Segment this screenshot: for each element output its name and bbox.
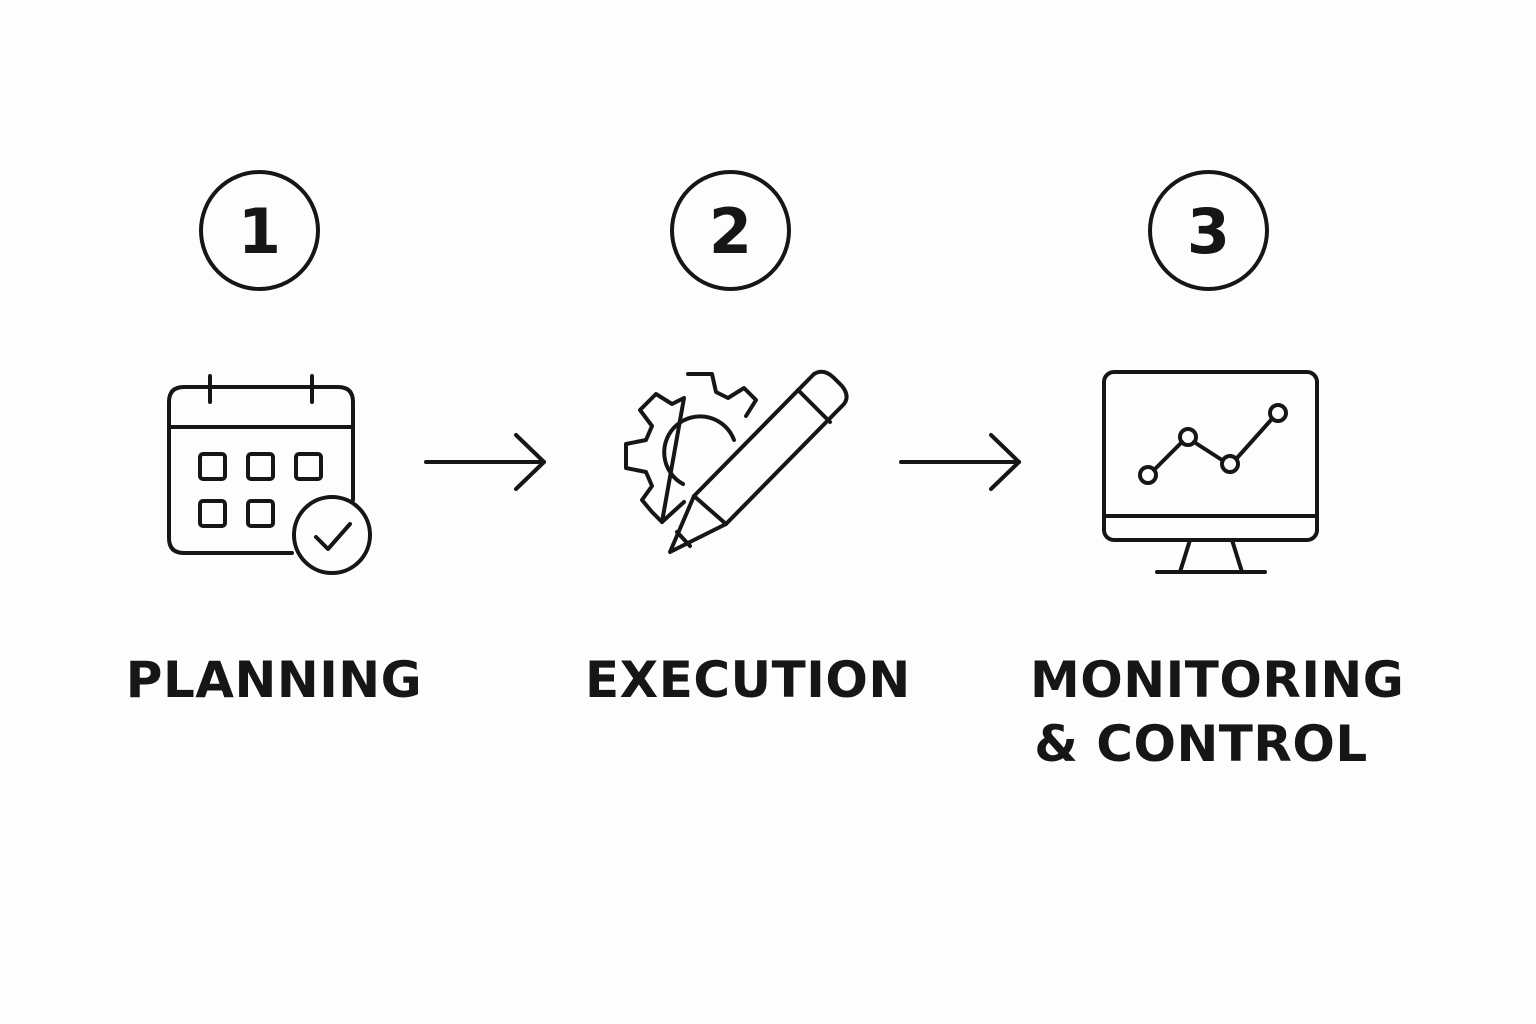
step-1-label: PLANNING: [124, 648, 424, 712]
step-3-label: MONITORING & CONTROL: [1030, 648, 1405, 776]
monitor-chart-icon: [1102, 370, 1319, 574]
step-3-number-badge: 3: [1148, 170, 1269, 291]
step-1-number-badge: 1: [199, 170, 320, 291]
arrow-right-icon: [899, 433, 1021, 491]
step-2-label: EXECUTION: [585, 648, 911, 712]
step-2-number-badge: 2: [670, 170, 791, 291]
step-2-label-line: EXECUTION: [585, 651, 911, 709]
arrow-right-icon: [424, 433, 546, 491]
step-1-number: 1: [237, 194, 282, 268]
gear-pencil-icon: [624, 369, 849, 554]
step-3-number: 3: [1186, 194, 1231, 268]
step-3-label-line-1: MONITORING: [1030, 651, 1405, 709]
step-1-label-line: PLANNING: [125, 651, 423, 709]
calendar-check-icon: [167, 374, 372, 575]
step-2-number: 2: [708, 194, 753, 268]
step-3-label-line-2: & CONTROL: [1034, 715, 1368, 773]
